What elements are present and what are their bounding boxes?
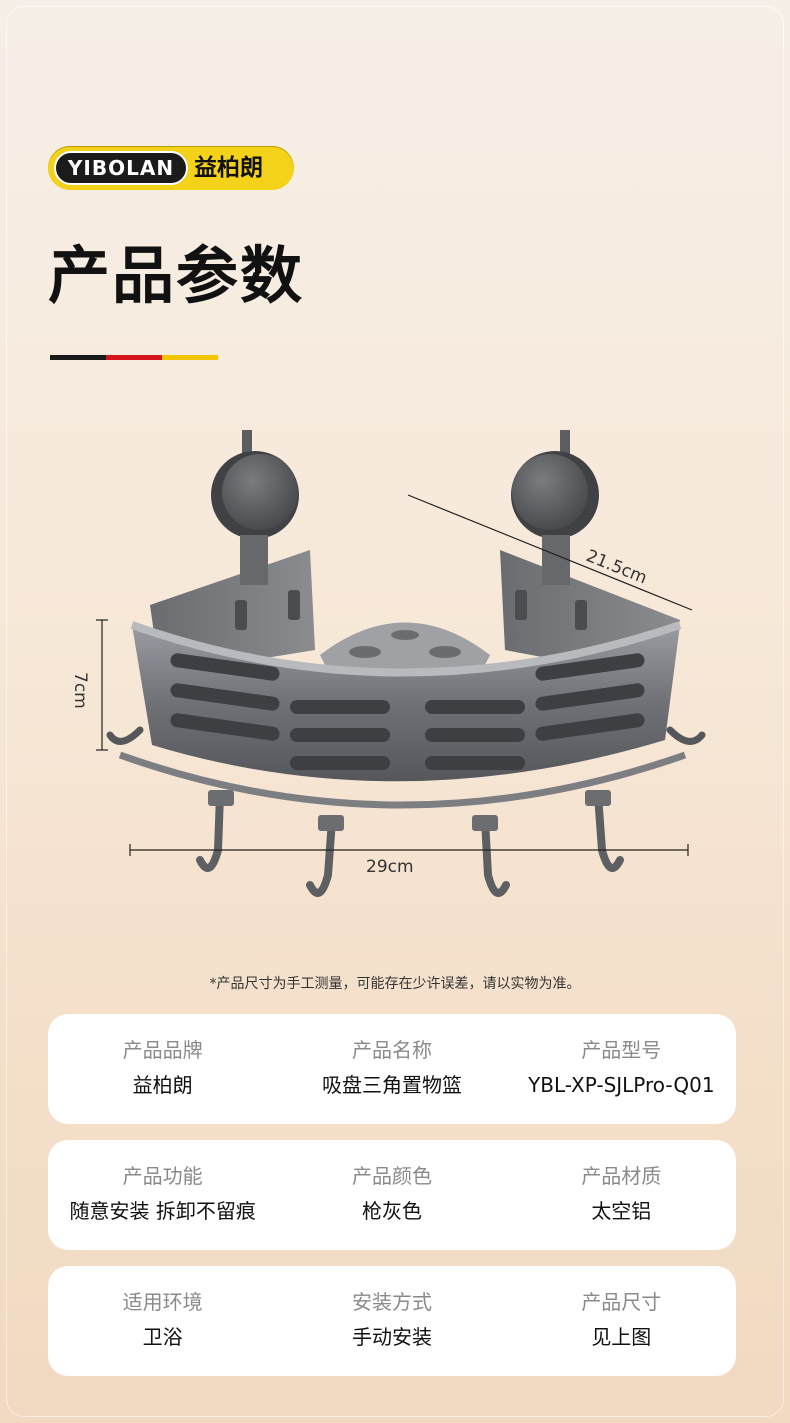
logo-chinese-text: 益柏朗 bbox=[194, 155, 263, 181]
spec-label: 适用环境 bbox=[122, 1290, 203, 1314]
spec-card-3: 适用环境 卫浴 安装方式 手动安装 产品尺寸 见上图 bbox=[48, 1266, 736, 1376]
spec-value: 手动安装 bbox=[351, 1325, 432, 1349]
spec-value: 见上图 bbox=[591, 1325, 652, 1349]
spec-value: YBL-XP-SJLPro-Q01 bbox=[528, 1073, 715, 1097]
spec-brand: 产品品牌 益柏朗 bbox=[48, 1014, 277, 1124]
underline-red bbox=[106, 355, 162, 360]
spec-label: 产品名称 bbox=[351, 1038, 432, 1062]
spec-value: 随意安装 拆卸不留痕 bbox=[69, 1199, 256, 1223]
underline-yellow bbox=[162, 355, 218, 360]
logo-badge: YIBOLAN bbox=[54, 151, 188, 185]
basket-floor bbox=[320, 622, 490, 675]
spec-label: 产品尺寸 bbox=[581, 1290, 662, 1314]
spec-label: 产品材质 bbox=[581, 1164, 662, 1188]
spec-card-1: 产品品牌 益柏朗 产品名称 吸盘三角置物篮 产品型号 YBL-XP-SJLPro… bbox=[48, 1014, 736, 1124]
height-dimension-label: 7cm bbox=[70, 672, 90, 709]
brand-logo: YIBOLAN 益柏朗 bbox=[48, 146, 294, 190]
spec-value: 卫浴 bbox=[142, 1325, 183, 1349]
spec-environment: 适用环境 卫浴 bbox=[48, 1266, 277, 1376]
page-title: 产品参数 bbox=[48, 239, 305, 312]
basket-slots bbox=[170, 653, 645, 770]
measurement-note: *产品尺寸为手工测量，可能存在少许误差，请以实物为准。 bbox=[209, 976, 581, 992]
hanging-hooks bbox=[196, 791, 624, 897]
spec-function: 产品功能 随意安装 拆卸不留痕 bbox=[48, 1140, 277, 1250]
towel-rail bbox=[118, 751, 687, 809]
spec-card-2: 产品功能 随意安装 拆卸不留痕 产品颜色 枪灰色 产品材质 太空铝 bbox=[48, 1140, 736, 1250]
spec-color: 产品颜色 枪灰色 bbox=[277, 1140, 506, 1250]
spec-material: 产品材质 太空铝 bbox=[507, 1140, 736, 1250]
dimension-lines bbox=[96, 494, 693, 856]
spec-model: 产品型号 YBL-XP-SJLPro-Q01 bbox=[507, 1014, 736, 1124]
width-dimension-label: 29cm bbox=[366, 857, 414, 877]
right-suction-cup bbox=[511, 430, 599, 585]
spec-label: 产品型号 bbox=[581, 1038, 662, 1062]
spec-label: 产品功能 bbox=[122, 1164, 203, 1188]
spec-value: 太空铝 bbox=[591, 1199, 652, 1223]
title-underline bbox=[50, 355, 218, 360]
spec-value: 益柏朗 bbox=[132, 1073, 193, 1097]
corner-shower-caddy-icon: 7cm 21.5cm 29cm bbox=[70, 430, 706, 897]
spec-label: 产品品牌 bbox=[122, 1038, 203, 1062]
spec-label: 产品颜色 bbox=[351, 1164, 432, 1188]
depth-dimension-label: 21.5cm bbox=[583, 546, 650, 588]
spec-size: 产品尺寸 见上图 bbox=[507, 1266, 736, 1376]
spec-label: 安装方式 bbox=[351, 1290, 432, 1314]
spec-value: 吸盘三角置物篮 bbox=[321, 1073, 462, 1097]
spec-value: 枪灰色 bbox=[361, 1199, 422, 1223]
spec-installation: 安装方式 手动安装 bbox=[277, 1266, 506, 1376]
underline-black bbox=[50, 355, 106, 360]
left-suction-cup bbox=[211, 430, 299, 585]
logo-english-text: YIBOLAN bbox=[67, 156, 175, 180]
spec-name: 产品名称 吸盘三角置物篮 bbox=[277, 1014, 506, 1124]
product-image: 7cm 21.5cm 29cm bbox=[60, 410, 740, 930]
